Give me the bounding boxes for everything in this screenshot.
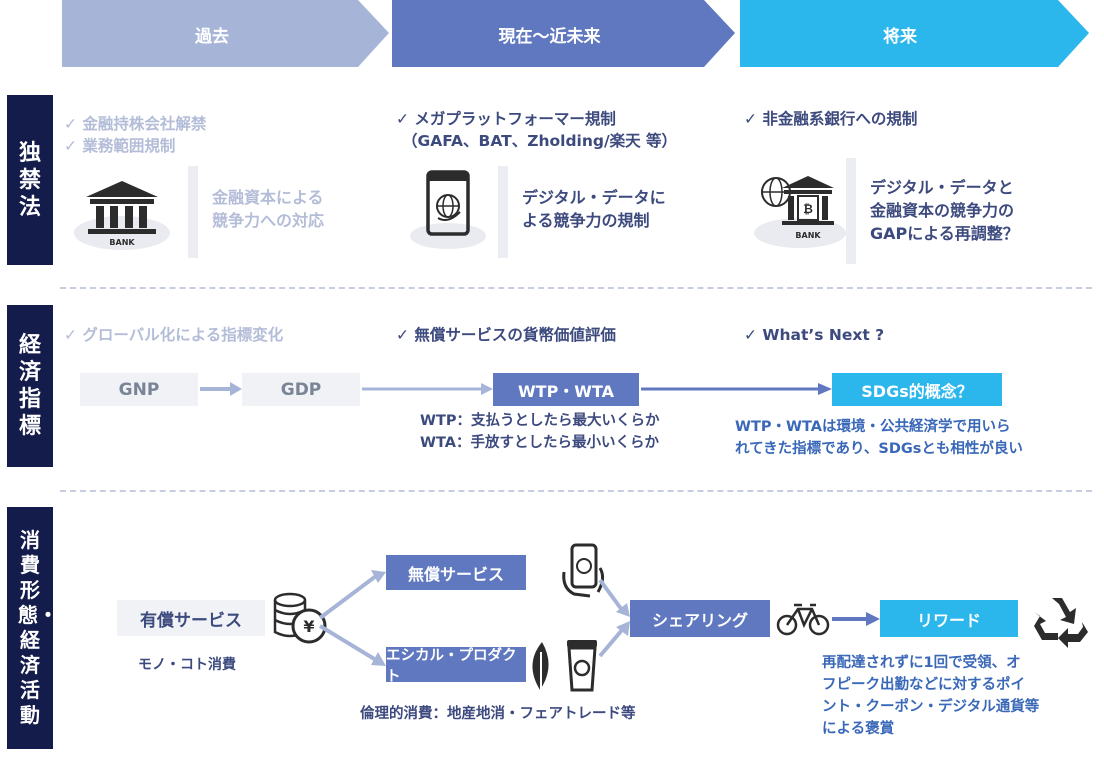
- ethical-sub: 倫理的消費：地産地消・フェアトレード等: [360, 706, 636, 722]
- antitrust-past-checks: ✓ 金融持株会社解禁 ✓ 業務範囲規制: [64, 113, 206, 157]
- coffee-cup-icon: [567, 640, 597, 692]
- section-divider-2: [60, 490, 1092, 492]
- free-service-box: 無償サービス: [386, 555, 526, 590]
- yen-symbol: ¥: [303, 617, 314, 636]
- wtp-wta-box: WTP・WTA: [493, 373, 639, 406]
- smartphone-globe-icon: [410, 170, 486, 249]
- digital-bank-icon: ₿ BANK: [754, 176, 846, 248]
- economic-present-check: ✓ 無償サービスの貨幣価値評価: [396, 326, 616, 344]
- antitrust-present-desc: デジタル・データに よる競争力の規制: [522, 188, 666, 230]
- paid-service-sub: モノ・コト消費: [138, 657, 236, 673]
- sdgs-box: SDGs的概念？: [832, 373, 1002, 406]
- sharing-box: シェアリング: [630, 600, 770, 637]
- bank-icon-label: BANK: [795, 231, 821, 240]
- bank-icon: BANK: [74, 181, 170, 250]
- gnp-box: GNP: [80, 373, 198, 406]
- leaf-icon: [532, 642, 549, 690]
- side-label-antitrust: 独禁法: [7, 95, 53, 265]
- recycle-icon: [1034, 598, 1088, 648]
- check-item: ✓ 金融持株会社解禁: [64, 115, 207, 133]
- present-chevron: [392, 0, 735, 67]
- antitrust-future-checks: ✓ 非金融系銀行への規制: [744, 108, 917, 130]
- side-label-economic: 経済指標: [7, 305, 53, 467]
- paid-service-box: 有償サービス: [117, 600, 265, 636]
- reward-notes: 再配達されずに1回で受領、オ フピーク出勤などに対するポイ ント・クーポン・デジ…: [822, 655, 1040, 737]
- ethical-product-box: エシカル・プロダクト: [386, 647, 526, 685]
- bicycle-icon: [776, 603, 830, 636]
- bank-icon-label: BANK: [109, 238, 135, 247]
- coins-yen-icon: ¥: [273, 592, 327, 644]
- header-present: 現在～近未来: [498, 27, 601, 47]
- present-divider-bar: [498, 166, 508, 258]
- future-divider-bar: [846, 158, 856, 264]
- antitrust-present-checks: ✓ メガプラットフォーマー規制 （GAFA、BAT、Zholding/楽天 等）: [396, 108, 677, 152]
- gdp-box: GDP: [242, 373, 360, 406]
- header-future: 将来: [883, 27, 917, 47]
- check-item: （GAFA、BAT、Zholding/楽天 等）: [402, 132, 678, 150]
- past-divider-bar: [188, 166, 198, 258]
- future-chevron: [740, 0, 1089, 67]
- svg-text:₿: ₿: [803, 202, 813, 216]
- header-past: 過去: [195, 27, 229, 47]
- smartphone-hand-icon: [562, 543, 605, 598]
- side-label-consumption: 消費形態・経済活動: [7, 507, 58, 749]
- check-item: ✓ メガプラットフォーマー規制: [396, 110, 616, 128]
- check-item: ✓ 業務範囲規制: [64, 137, 176, 155]
- economic-future-check: ✓ What’s Next ?: [744, 326, 885, 344]
- reward-box: リワード: [880, 600, 1018, 637]
- wtp-notes: WTP：支払うとしたら最大いくらか WTA：手放すとしたら最小いくらか: [420, 413, 660, 451]
- antitrust-past-desc: 金融資本による 競争力への対応: [212, 188, 325, 230]
- antitrust-future-desc: デジタル・データと 金融資本の競争力の GAPによる再調整？: [870, 178, 1019, 243]
- past-chevron: [62, 0, 389, 67]
- check-item: ✓ 非金融系銀行への規制: [744, 110, 918, 128]
- economic-past-check: ✓ グローバル化による指標変化: [64, 326, 284, 344]
- sdgs-notes: WTP・WTAは環境・公共経済学で用いら れてきた指標であり、SDGsとも相性が…: [735, 419, 1023, 457]
- section-divider-1: [60, 287, 1092, 289]
